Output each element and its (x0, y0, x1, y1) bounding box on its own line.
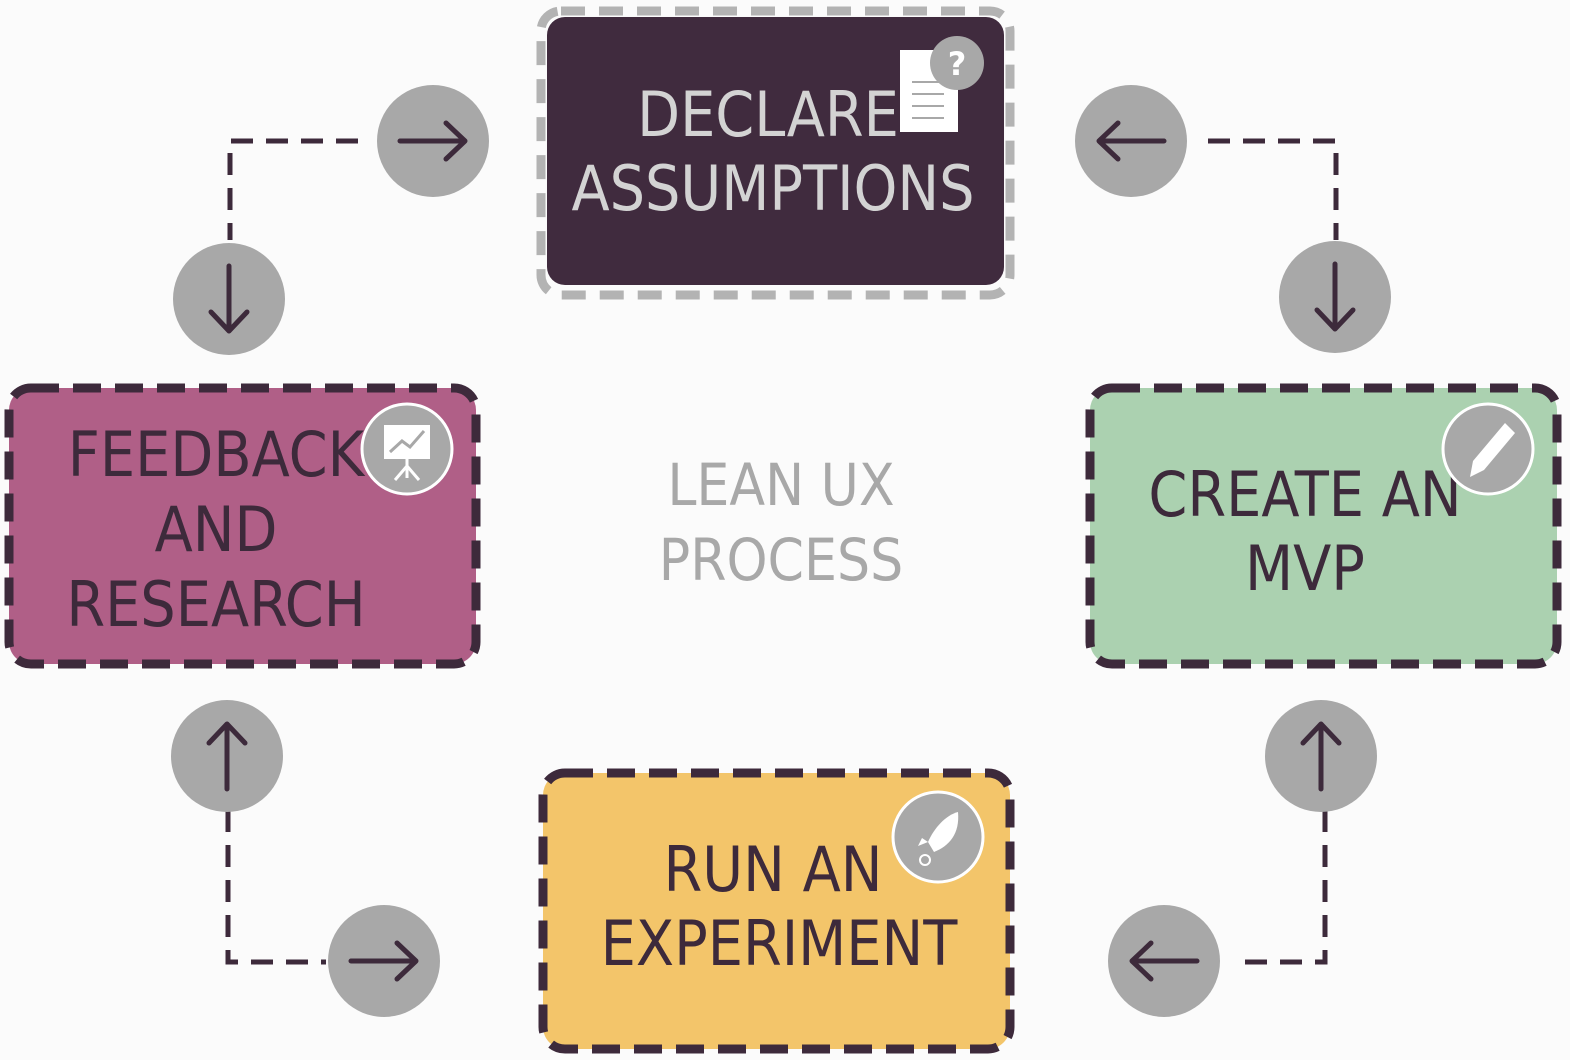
center-title-line1: LEAN UX (667, 451, 894, 519)
center-title: LEAN UX PROCESS (659, 451, 903, 594)
document-question-icon: ? (900, 36, 984, 132)
arrow-up-icon (1265, 700, 1377, 812)
rocket-icon (891, 790, 985, 884)
arrow-left-icon (1108, 905, 1220, 1017)
declare-box-border (536, 6, 1015, 300)
declare-label-line2: ASSUMPTIONS (571, 152, 974, 225)
step-declare-assumptions: DECLARE ASSUMPTIONS ? (536, 6, 1015, 300)
step-run-experiment: RUN AN EXPERIMENT (538, 768, 1015, 1054)
pencil-icon (1441, 402, 1535, 496)
connectors (225, 138, 1339, 965)
arrow-right-icon (328, 905, 440, 1017)
svg-text:?: ? (948, 45, 967, 83)
arrow-left-icon (1075, 85, 1187, 197)
connector-bottom-right (1232, 810, 1328, 965)
declare-box (547, 17, 1004, 285)
feedback-label-line1: FEEDBACK (68, 418, 366, 491)
experiment-box-border (538, 768, 1015, 1054)
feedback-box-border (4, 383, 481, 669)
center-title-line2: PROCESS (659, 526, 903, 594)
arrow-circles (171, 85, 1391, 1017)
experiment-label-line1: RUN AN (664, 833, 883, 906)
connector-top-left (227, 138, 358, 240)
connector-top-right (1208, 138, 1339, 240)
connector-bottom-left (225, 810, 326, 965)
presentation-chart-icon (360, 402, 454, 496)
arrow-right-icon (377, 85, 489, 197)
step-feedback-research: FEEDBACK AND RESEARCH (4, 383, 481, 669)
feedback-box (9, 388, 476, 664)
feedback-label-line2: AND (155, 493, 278, 566)
mvp-label-line2: MVP (1245, 532, 1365, 605)
declare-label-line1: DECLARE (637, 78, 899, 151)
mvp-label-line1: CREATE AN (1148, 458, 1461, 531)
step-create-mvp: CREATE AN MVP (1085, 383, 1562, 669)
mvp-box (1090, 388, 1557, 664)
arrow-down-icon (1279, 241, 1391, 353)
arrow-up-icon (171, 700, 283, 812)
arrow-down-icon (173, 243, 285, 355)
experiment-label-line2: EXPERIMENT (601, 907, 959, 980)
mvp-box-border (1085, 383, 1562, 669)
feedback-label-line3: RESEARCH (66, 568, 365, 641)
